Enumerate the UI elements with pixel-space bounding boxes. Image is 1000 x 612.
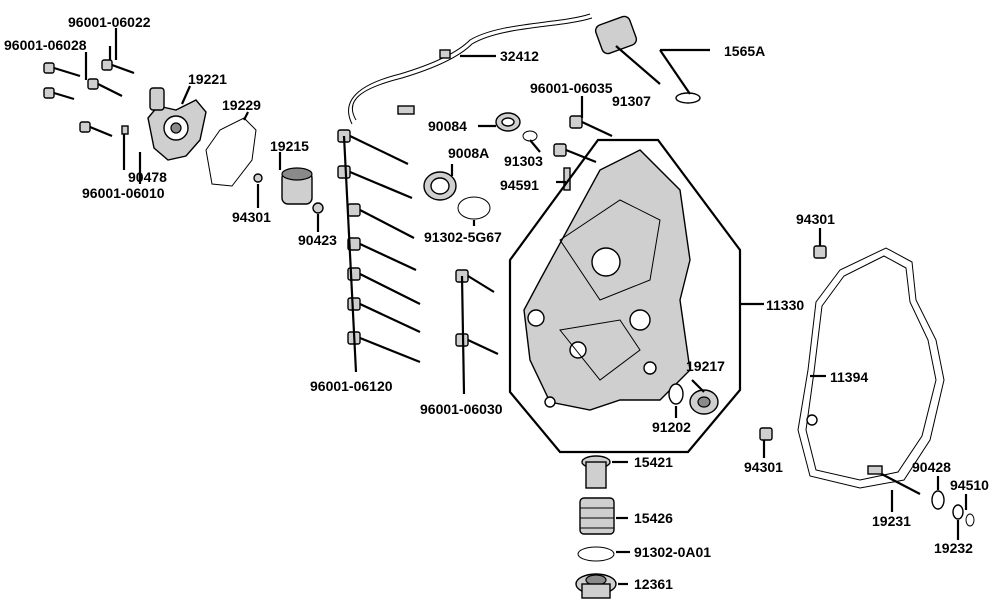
label-19215: 19215 — [270, 138, 309, 154]
label-94591: 94591 — [500, 177, 539, 193]
small-seals — [423, 112, 571, 220]
label-96001-06035: 96001-06035 — [530, 80, 613, 96]
label-94301-bottom: 94301 — [744, 459, 783, 475]
label-94510: 94510 — [950, 477, 989, 493]
bolts-water-pump — [43, 59, 135, 138]
label-15426: 15426 — [634, 510, 673, 526]
label-11394: 11394 — [830, 369, 868, 385]
shaft-19231 — [867, 465, 975, 527]
label-19231: 19231 — [872, 513, 911, 529]
label-1565A: 1565A — [724, 43, 765, 59]
callout-octagon — [508, 138, 742, 454]
label-15421: 15421 — [634, 454, 673, 470]
label-91307: 91307 — [612, 93, 651, 109]
label-96001-06010: 96001-06010 — [82, 185, 165, 201]
label-90478: 90478 — [128, 169, 167, 185]
label-90084: 90084 — [428, 118, 467, 134]
label-19232: 19232 — [934, 540, 973, 556]
label-90423: 90423 — [298, 232, 337, 248]
label-19229: 19229 — [222, 97, 261, 113]
leader-lines — [84, 28, 968, 586]
gasket-11394 — [797, 247, 945, 489]
label-9008A: 9008A — [448, 145, 489, 161]
label-94301-right: 94301 — [796, 211, 835, 227]
label-91202: 91202 — [652, 419, 691, 435]
label-11330: 11330 — [766, 297, 804, 313]
seal-91202 — [668, 383, 684, 405]
label-19217: 19217 — [686, 358, 725, 374]
impeller — [253, 167, 324, 214]
seal-19217 — [689, 389, 719, 415]
label-32412: 32412 — [500, 48, 539, 64]
label-96001-06022: 96001-06022 — [68, 14, 151, 30]
label-94301-left: 94301 — [232, 209, 271, 225]
label-91302-0A01: 91302-0A01 — [634, 544, 711, 560]
crankcase-cover — [523, 149, 691, 411]
label-19221: 19221 — [188, 71, 227, 87]
cable-32412 — [348, 13, 591, 125]
bolts-96001-06035 — [553, 115, 613, 164]
label-91303: 91303 — [504, 153, 543, 169]
label-96001-06028: 96001-06028 — [4, 37, 87, 53]
label-12361: 12361 — [634, 576, 673, 592]
label-90428: 90428 — [912, 459, 951, 475]
water-pump-gasket — [205, 117, 257, 187]
filter-stack — [575, 455, 617, 599]
label-96001-06120: 96001-06120 — [310, 378, 393, 394]
water-pump-cover — [147, 87, 207, 161]
label-91302-5G67: 91302-5G67 — [424, 229, 502, 245]
label-96001-06030: 96001-06030 — [420, 401, 503, 417]
